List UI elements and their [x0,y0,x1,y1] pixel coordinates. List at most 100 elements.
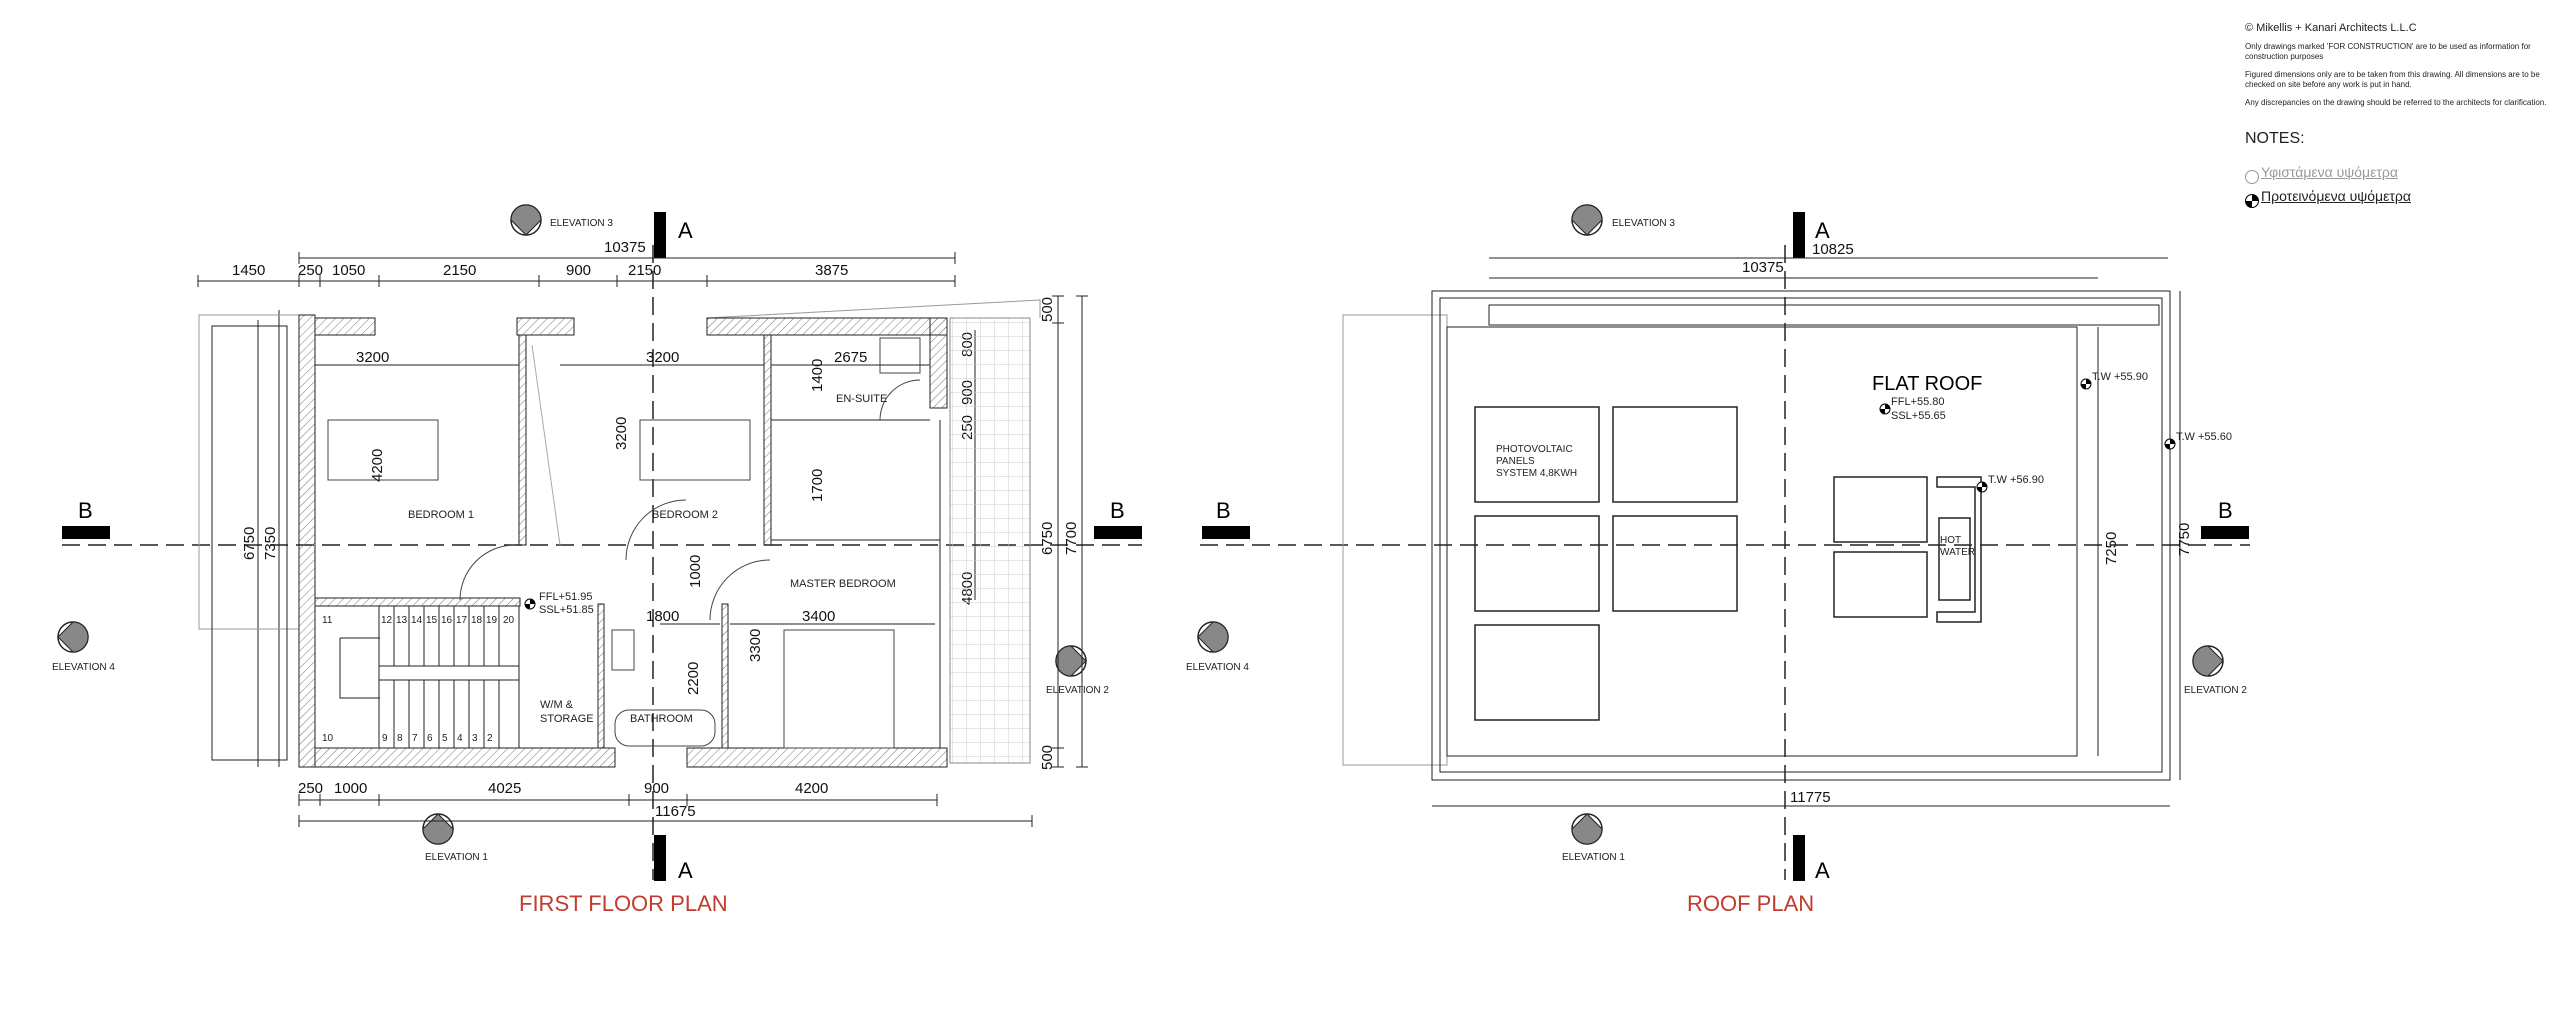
right-balcony-tiles [949,317,1031,764]
stair-step-number: 11 [322,615,333,626]
section-b-marker-right [2201,526,2249,539]
dim-label: 3875 [815,262,848,279]
stair-step-number: 15 [426,615,438,626]
roof-parapet [1439,297,2163,773]
copyright: © Mikellis + Kanari Architects L.L.C [2245,22,2417,34]
section-b-label-right: B [2218,498,2233,523]
notes-panel: © Mikellis + Kanari Architects L.L.C Onl… [2245,22,2560,208]
section-b-marker-right [1094,526,1142,539]
legend-proposed-levels: Προτεινόμενα υψόμετρα [2245,188,2560,208]
stair-step-number: 2 [487,733,493,744]
dim-7250: 7250 [2103,532,2120,565]
water-tanks [1833,476,1982,623]
room-label-master-bedroom: MASTER BEDROOM [790,578,896,590]
stair-step-number: 7 [412,733,418,744]
top-dimensions: 10375 1450 250 1050 2150 900 2150 3875 [197,239,956,287]
room-label-bedroom-2: BEDROOM 2 [652,509,718,521]
room-label-storage: W/M & [540,699,574,711]
note-paragraph: Only drawings marked 'FOR CONSTRUCTION' … [2245,42,2531,61]
room-label-storage: STORAGE [540,713,594,725]
dim-label: 1000 [687,555,704,588]
stair-step-number: 12 [381,615,393,626]
proposed-level-icon [1976,481,1988,493]
section-a-marker-top [654,212,666,258]
roof-plan: A A B B ELEVATION 3 ELEVATION 1 ELEVATIO… [1186,204,2250,916]
level-top-wall: T.W +55.90 [2092,371,2148,383]
walls [298,314,948,768]
elevation-marker-icon [1197,621,1229,653]
dim-label: 250 [298,262,323,279]
elevation-marker-icon [422,813,454,845]
stair-step-number: 10 [322,733,334,744]
dim-total-11775: 11775 [1790,789,1831,806]
section-b-label-right: B [1110,498,1125,523]
level-ffl: FFL+51.95 [539,591,593,603]
stair-step-number: 18 [471,615,483,626]
ghost-balcony-outline [1342,314,1448,766]
section-a-marker-bottom [654,835,666,881]
flat-roof-label: FLAT ROOF [1872,373,1982,395]
dim-total-bottom: 11675 [655,803,696,820]
bottom-dimensions: 250 1000 4025 900 4200 11675 [298,780,1033,827]
proposed-level-icon [524,598,536,610]
first-floor-plan-title: FIRST FLOOR PLAN [519,891,728,916]
dim-label: 4200 [369,449,386,482]
dim-label: 500 [1039,745,1056,770]
stair-step-number: 5 [442,733,448,744]
legend-label: Προτεινόμενα υψόμετρα [2261,188,2411,204]
pv-label: PHOTOVOLTAIC [1496,444,1573,455]
roof-plan-title: ROOF PLAN [1687,891,1814,916]
elevation-marker-icon [2192,645,2224,677]
dim-7750: 7750 [2176,523,2193,556]
legend-label: Υφιστάμενα υψόμετρα [2261,164,2398,180]
elevation-4-label: ELEVATION 4 [52,662,115,673]
dim-label: 1800 [646,608,679,625]
dim-label: 3300 [747,629,764,662]
dim-label: 900 [566,262,591,279]
canopy-outline [706,299,1041,319]
elevation-marker-icon [510,204,542,236]
dim-label: 2675 [834,349,867,366]
dim-label: 7350 [262,527,279,560]
stair-step-number: 3 [472,733,478,744]
dim-label: 3200 [613,417,630,450]
dim-label: 3200 [646,349,679,366]
dim-label: 6750 [1039,522,1056,555]
dim-label: 1450 [232,262,265,279]
left-balcony-outline [198,314,300,630]
section-a-label-top: A [1815,218,1830,243]
inner-dimensions: 3200 3200 2675 1400 4200 3200 1700 1000 … [315,349,935,695]
note-paragraph: Any discrepancies on the drawing should … [2245,98,2547,107]
stair-step-number: 19 [486,615,498,626]
section-a-label-top: A [678,218,693,243]
room-label-bathroom: BATHROOM [630,713,693,725]
level-ffl: FFL+55.80 [1891,396,1945,408]
hot-water-label: HOT [1940,535,1961,546]
legend-existing-levels: Υφιστάμενα υψόμετρα [2245,164,2560,184]
proposed-level-icon [1879,403,1891,415]
roof-parapet-top [1488,304,2160,326]
dim-label: 900 [644,780,669,797]
dim-label: 6750 [241,527,258,560]
proposed-level-icon [2080,378,2092,390]
dim-label: 3400 [802,608,835,625]
elevation-1-label: ELEVATION 1 [425,852,488,863]
left-dimensions: 6750 7350 [241,310,280,767]
dim-total-10375: 10375 [1742,259,1784,276]
level-ssl: SSL+51.85 [539,604,594,616]
dim-label: 1000 [334,780,367,797]
dim-label: 2150 [443,262,476,279]
staircase: 11 12 13 14 15 16 17 18 19 20 10 9 8 7 6… [314,605,520,749]
dim-total-top: 10375 [604,239,646,256]
dim-label: 3200 [356,349,389,366]
section-b-label-left: B [1216,498,1231,523]
proposed-level-icon [2164,438,2176,450]
dim-label: 4200 [795,780,828,797]
elevation-marker-icon [57,621,89,653]
dim-label: 4025 [488,780,521,797]
section-a-label-bottom: A [678,858,693,883]
stair-step-number: 14 [411,615,423,626]
proposed-level-icon [2245,194,2259,208]
section-b-marker-left [1202,526,1250,539]
